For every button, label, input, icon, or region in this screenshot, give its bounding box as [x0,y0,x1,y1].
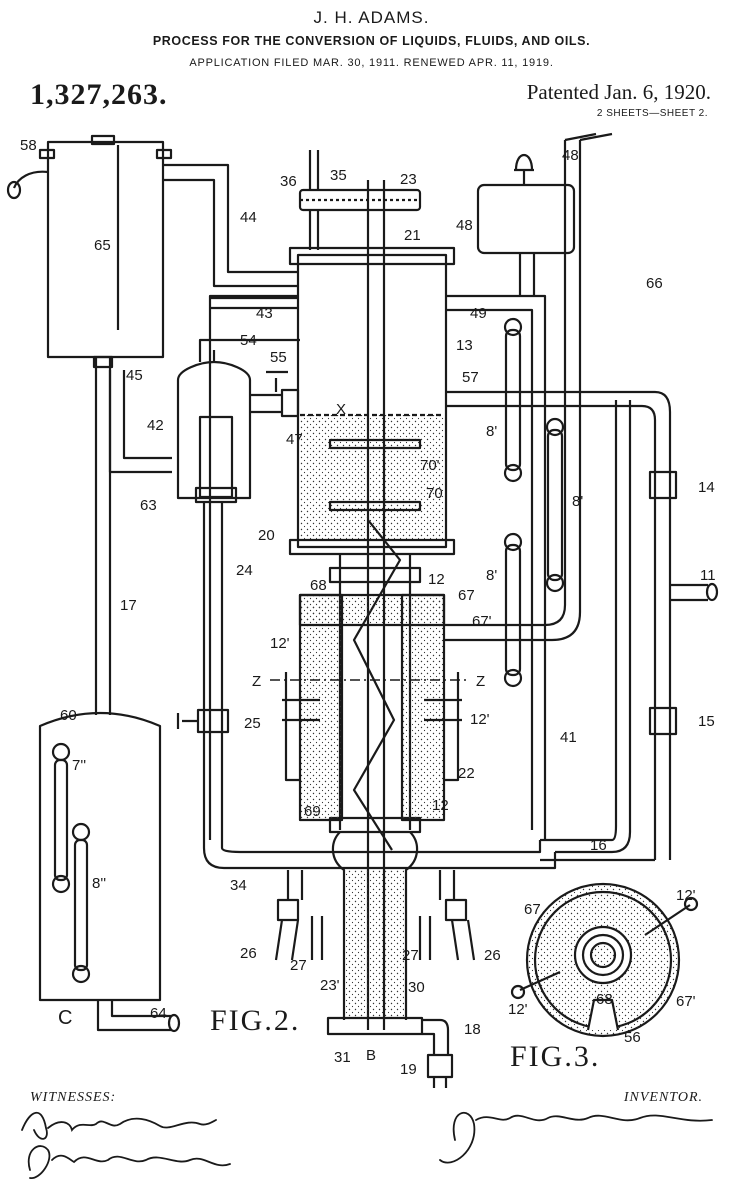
tank-c [38,711,181,1033]
label-63: 63 [140,497,157,514]
label-13: 13 [456,337,473,354]
label-60: 60 [60,707,77,724]
label-26-a: 26 [240,945,257,962]
label-54: 54 [240,332,257,349]
label-35: 35 [330,167,347,184]
pipe-57 [446,390,672,862]
label-69: 69 [304,803,321,820]
inventor-signature [439,1112,713,1164]
label-36: 36 [280,173,297,190]
witness-signature-1 [21,1111,217,1140]
patented-date: Patented Jan. 6, 1920. [526,80,711,104]
label-55: 55 [270,349,287,366]
label-31: 31 [334,1049,351,1066]
label-23: 23 [400,171,417,188]
fig3-label: FIG.3. [510,1040,600,1073]
pipe-24 [202,502,224,848]
pipe-16 [202,400,632,870]
inventor-label: INVENTOR. [623,1090,703,1105]
label-x: X [336,401,346,418]
label-z-a: Z [252,673,261,690]
label-41: 41 [560,729,577,746]
label-18: 18 [464,1021,481,1038]
label-57: 57 [462,369,479,386]
label-68: 68 [310,577,327,594]
pipe-44 [163,163,298,288]
label-12-prime-b: 12' [470,711,490,728]
label-21: 21 [404,227,421,244]
label-43: 43 [256,305,273,322]
label-19: 19 [400,1061,417,1078]
label-47: 47 [286,431,303,448]
fig3-label-67: 67 [524,901,541,918]
inventor-name: J. H. ADAMS. [313,8,430,27]
label-44: 44 [240,209,257,226]
label-70-prime: 70' [420,457,440,474]
patent-number: 1,327,263. [30,78,168,111]
label-23-prime: 23' [320,977,340,994]
label-15: 15 [698,713,715,730]
label-49: 49 [470,305,487,322]
frame-41 [208,294,547,840]
label-64: 64 [150,1005,167,1022]
separator-42 [176,338,300,504]
label-20: 20 [258,527,275,544]
furnace-67 [282,140,582,822]
label-8-double-prime: 8'' [92,875,106,892]
fig3-label-67-prime: 67' [676,993,696,1010]
sight-glasses [503,317,565,688]
label-34: 34 [230,877,247,894]
label-66: 66 [646,275,663,292]
patent-title: PROCESS FOR THE CONVERSION OF LIQUIDS, F… [152,34,591,48]
label-27-a: 27 [290,957,307,974]
fig3-label-56: 56 [624,1029,641,1046]
pipe-43 [210,296,298,310]
label-30: 30 [408,979,425,996]
label-c: C [58,1007,72,1029]
application-dates: APPLICATION FILED MAR. 30, 1911. RENEWED… [189,57,554,69]
fig3-label-12-prime-a: 12' [676,887,696,904]
label-12-a: 12 [428,571,445,588]
label-14: 14 [698,479,715,496]
label-25: 25 [244,715,261,732]
label-16: 16 [590,837,607,854]
label-z-b: Z [476,673,485,690]
label-65: 65 [94,237,111,254]
label-67-prime: 67' [472,613,492,630]
label-24: 24 [236,562,253,579]
sheet-count: 2 SHEETS—SHEET 2. [596,108,708,119]
fig3-cross-section [510,882,699,1038]
pipe-66 [564,132,613,142]
label-12-prime-a: 12' [270,635,290,652]
fig2-label: FIG.2. [210,1004,300,1037]
label-27-b: 27 [402,947,419,964]
label-8-prime-a: 8' [486,423,497,440]
fig3-label-12-prime-b: 12' [508,1001,528,1018]
label-70: 70 [426,485,443,502]
label-58: 58 [20,137,37,154]
label-12-b: 12 [432,797,449,814]
witness-signature-2 [27,1145,231,1179]
label-45: 45 [126,367,143,384]
label-48-prime: 48' [562,147,582,164]
label-8-prime-b: 8' [572,493,583,510]
witnesses-label: WITNESSES: [30,1090,117,1105]
fig3-label-68: 68 [596,991,613,1008]
label-8-prime-c: 8' [486,567,497,584]
label-67: 67 [458,587,475,604]
label-7-double-prime: 7'' [72,757,86,774]
reference-labels: 58 65 45 44 43 54 55 42 47 63 17 24 25 3… [20,137,716,1078]
label-42: 42 [147,417,164,434]
tank-48 [476,153,576,296]
label-48: 48 [456,217,473,234]
label-22: 22 [458,765,475,782]
label-17: 17 [120,597,137,614]
label-26-b: 26 [484,947,501,964]
label-b: B [366,1047,376,1064]
label-11: 11 [700,567,716,584]
